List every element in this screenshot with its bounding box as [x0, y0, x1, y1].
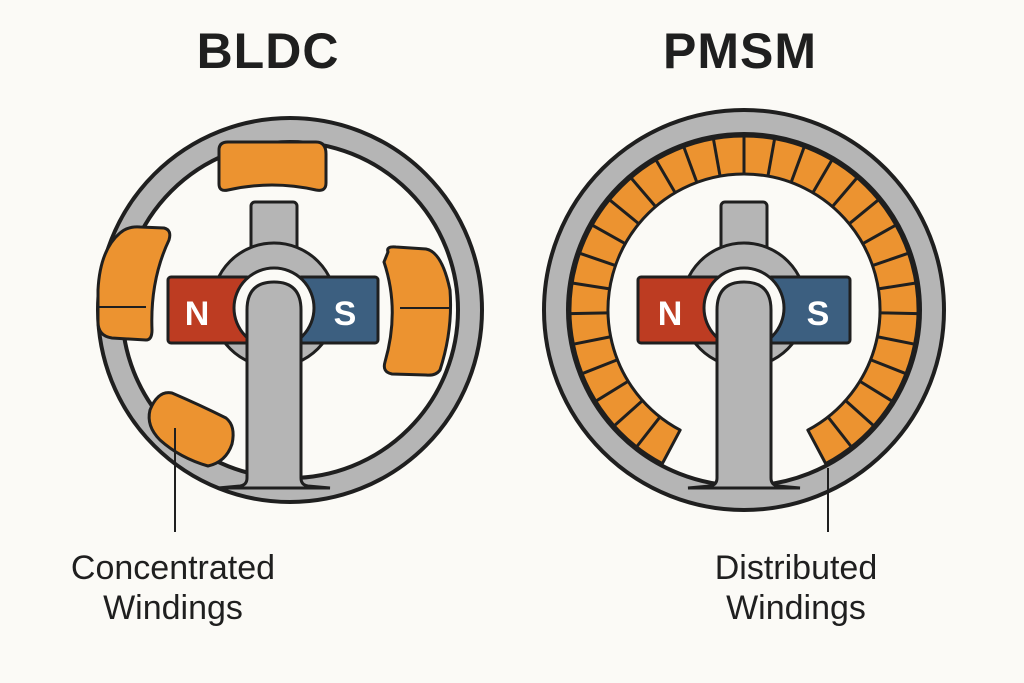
- pmsm-winding-slot-divider: [570, 311, 609, 316]
- bldc-north-label: N: [185, 295, 210, 333]
- pmsm-shaft-arm: [687, 280, 801, 490]
- pmsm-winding-arc: [568, 134, 920, 466]
- bldc-winding-right: [382, 245, 453, 377]
- pmsm-winding-slot-divider: [789, 146, 806, 183]
- pmsm-winding-slot-divider: [682, 146, 699, 183]
- pmsm-winding-slot-divider: [877, 335, 915, 346]
- pmsm-winding-slot-divider: [872, 251, 909, 267]
- pmsm-north-label: N: [658, 295, 683, 333]
- pmsm-winding-slot-divider: [579, 251, 616, 267]
- pmsm-winding-slot-divider: [591, 223, 627, 245]
- pmsm-motor: N S: [542, 108, 946, 532]
- pmsm-caption: Distributed Windings: [636, 548, 956, 628]
- pmsm-winding-slot-divider: [811, 159, 834, 194]
- pmsm-winding-slot-divider: [711, 138, 722, 177]
- bldc-caption-line2: Windings: [103, 589, 243, 627]
- pmsm-winding-slot-divider: [859, 379, 893, 403]
- pmsm-winding-slot-divider: [861, 223, 897, 245]
- pmsm-winding-slot-divider: [581, 358, 618, 376]
- pmsm-winding-slot-divider: [654, 159, 677, 194]
- bldc-winding-left: [96, 225, 172, 342]
- pmsm-caption-line1: Distributed: [714, 549, 878, 587]
- pmsm-winding-slot-divider: [826, 416, 853, 448]
- pmsm-winding-slot-divider: [878, 281, 917, 291]
- bldc-shaft-arm: [217, 280, 331, 490]
- pmsm-winding-slot-divider: [608, 198, 640, 225]
- pmsm-winding-slot-divider: [844, 399, 875, 427]
- pmsm-winding-slot-divider: [573, 335, 611, 346]
- pmsm-south-label: S: [807, 295, 830, 333]
- bldc-winding-bottom: [147, 391, 235, 468]
- pmsm-title: PMSM: [663, 23, 817, 79]
- pmsm-winding-slot-divider: [870, 358, 907, 376]
- pmsm-distributed-windings: [568, 134, 920, 466]
- pmsm-winding-slot-divider: [629, 176, 657, 208]
- bldc-south-label: S: [334, 295, 357, 333]
- bldc-caption: Concentrated Windings: [13, 548, 333, 628]
- pmsm-winding-slot-divider: [613, 399, 644, 427]
- bldc-title: BLDC: [196, 23, 340, 79]
- bldc-caption-line1: Concentrated: [70, 549, 276, 587]
- bldc-motor: N S: [96, 116, 484, 532]
- bldc-winding-top: [217, 140, 328, 192]
- pmsm-winding-slot-divider: [831, 176, 859, 208]
- pmsm-winding-slot-divider: [879, 311, 918, 316]
- pmsm-winding-slot-divider: [635, 416, 662, 448]
- pmsm-winding-slot-divider: [848, 198, 880, 225]
- pmsm-caption-line2: Windings: [726, 589, 866, 627]
- pmsm-winding-slot-divider: [766, 138, 777, 177]
- pmsm-winding-slot-divider: [571, 281, 610, 291]
- pmsm-winding-slot-divider: [595, 379, 629, 403]
